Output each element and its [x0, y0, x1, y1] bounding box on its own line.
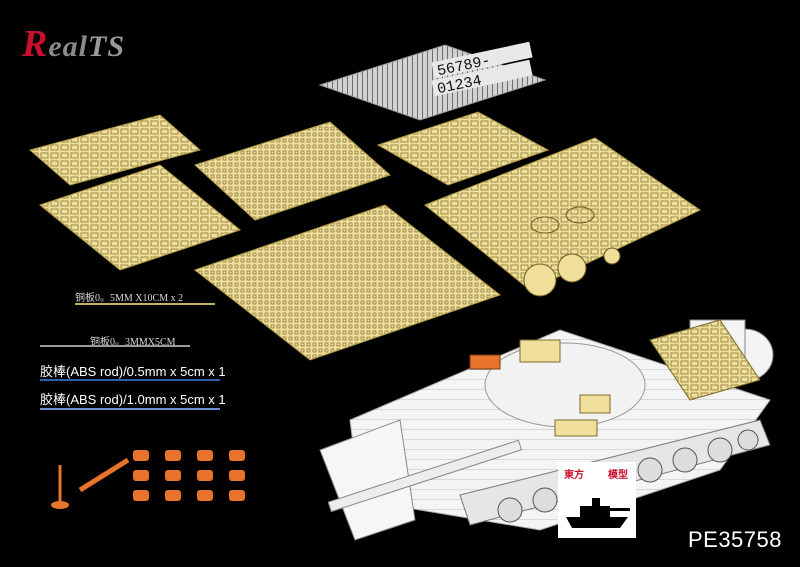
brand-logo: RealTS — [22, 22, 125, 66]
brand-logo-r: R — [22, 23, 49, 65]
maker-stamp: 東方 模型 — [558, 462, 636, 538]
rod-label-2: 胶棒(ABS rod)/1.0mm x 5cm x 1 — [40, 392, 226, 407]
fret-right-top — [376, 111, 550, 186]
brass-spec-2-line — [40, 345, 190, 347]
fret-center — [194, 121, 391, 221]
stamp-tank-icon — [566, 498, 630, 528]
brass-spec-1-line — [75, 303, 215, 305]
fret-mid-left — [38, 164, 242, 271]
brass-spec-1: 铜板0。5MM X10CM x 2 — [75, 293, 184, 304]
rod-label-1: 胶棒(ABS rod)/0.5mm x 5cm x 1 — [40, 364, 226, 379]
stamp-right-text: 模型 — [608, 470, 628, 481]
brass-spec-2: 铜板0。3MMX5CM — [90, 337, 176, 348]
product-code: PE35758 — [687, 527, 782, 552]
fret-right-large — [424, 137, 702, 297]
rod-line-2 — [40, 408, 220, 410]
brand-logo-ts: TS — [88, 30, 126, 63]
brand-logo-rest: eal — [48, 30, 89, 63]
fret-steel-numbers — [318, 41, 547, 121]
tank-drawing — [319, 319, 774, 541]
fret-top-left — [28, 114, 202, 186]
rod-line-1 — [40, 379, 220, 381]
fret-large-bottom — [193, 204, 502, 361]
turned-parts — [51, 450, 245, 509]
stamp-left-text: 東方 — [564, 470, 584, 481]
